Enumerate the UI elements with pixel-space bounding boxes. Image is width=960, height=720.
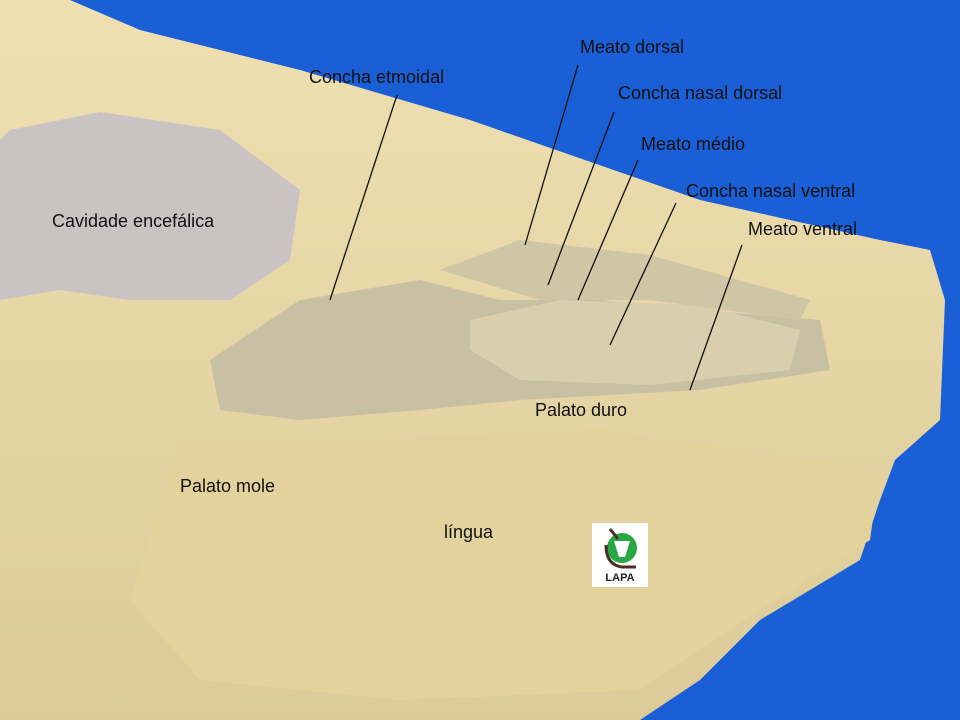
label-cavidade-encefalica: Cavidade encefálica bbox=[52, 211, 215, 231]
cavidade-encefalica bbox=[0, 112, 300, 300]
microscope-skull-icon bbox=[604, 528, 637, 569]
line-concha-etmoidal bbox=[329, 94, 398, 301]
label-palato-duro: Palato duro bbox=[535, 400, 628, 420]
label-palato-mole: Palato mole bbox=[180, 476, 276, 496]
line-concha-nasal-dorsal bbox=[547, 111, 615, 286]
lapa-logo: LAPA bbox=[592, 523, 648, 587]
label-concha-etmoidal: Concha etmoidal bbox=[309, 67, 445, 87]
label-concha-nasal-dorsal: Concha nasal dorsal bbox=[618, 83, 783, 103]
logo-text: LAPA bbox=[605, 572, 635, 584]
concha-ventral bbox=[470, 300, 800, 385]
line-meato-dorsal bbox=[524, 64, 579, 246]
label-meato-dorsal: Meato dorsal bbox=[580, 37, 685, 57]
line-concha-nasal-ventral bbox=[609, 202, 677, 346]
label-meato-medio: Meato médio bbox=[641, 134, 746, 154]
concha-dorsal bbox=[440, 240, 810, 320]
tongue-region bbox=[130, 430, 880, 700]
label-concha-nasal-ventral: Concha nasal ventral bbox=[686, 181, 856, 201]
pointer-lines bbox=[329, 64, 743, 391]
line-meato-ventral bbox=[689, 244, 743, 391]
line-meato-medio bbox=[577, 159, 639, 301]
label-lingua: língua bbox=[444, 522, 494, 542]
label-meato-ventral: Meato ventral bbox=[748, 219, 858, 239]
